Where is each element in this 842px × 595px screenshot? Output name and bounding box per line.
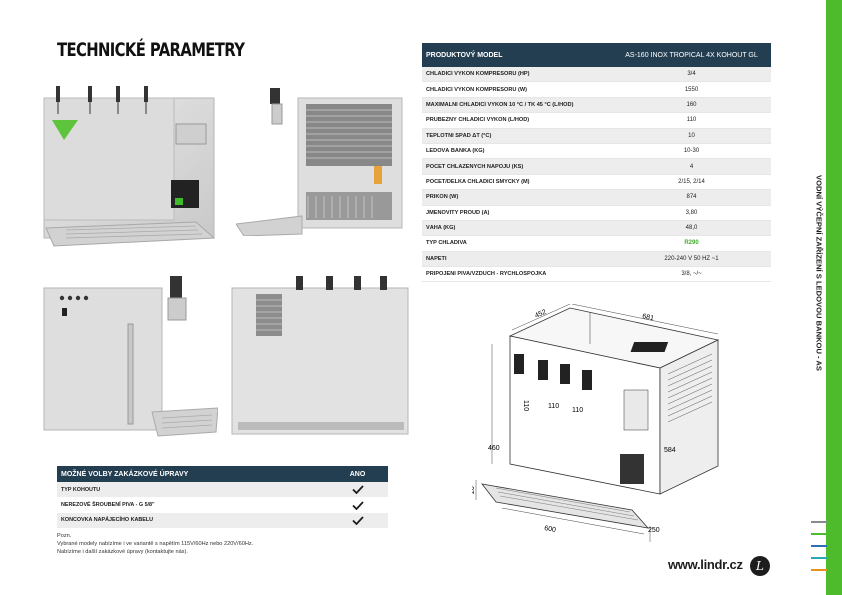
table-row: Počet chlazených nápojů (ks) 4	[422, 159, 771, 175]
dim-top-depth: 452	[534, 309, 548, 320]
table-row: Typ chladiva R290	[422, 236, 771, 252]
table-row: Připojení piva/vzduch - rychlospojka 3/8,…	[422, 267, 771, 283]
table-row: Teplotní spád Δt (°C) 10	[422, 128, 771, 144]
spec-value: 3/4	[687, 71, 696, 78]
product-photo-back	[226, 272, 412, 440]
options-header-label: MOŽNÉ VOLBY ZAKÁZKOVÉ ÚPRAVY	[61, 470, 189, 478]
spec-value: 4	[689, 163, 694, 170]
table-row: Počet/délka chladicí smyčky (m) 2/15, 2/1…	[422, 175, 771, 191]
note-line-1: Vybrané modely nabízíme i ve variantě s …	[57, 541, 254, 547]
spec-value: 3,80	[685, 209, 698, 216]
accent-line	[811, 521, 827, 523]
spec-label: Počet chlazených nápojů (ks)	[426, 163, 524, 170]
note-title: Pozn.	[57, 533, 72, 539]
unit-side-face	[659, 339, 719, 495]
product-photo-front-variant	[40, 272, 218, 440]
option-label: Typ kohoutu	[61, 486, 101, 493]
spec-label: Ledová banka (kg)	[426, 148, 485, 155]
options-table-header: MOŽNÉ VOLBY ZAKÁZKOVÉ ÚPRAVY ANO	[57, 466, 388, 482]
option-label: Koncovka napájecího kabelu	[61, 517, 154, 524]
spec-rows: Chladicí výkon kompresoru (HP) 3/4 Chladi…	[422, 67, 771, 283]
dim-top-width: 681	[642, 313, 655, 322]
options-table: MOŽNÉ VOLBY ZAKÁZKOVÉ ÚPRAVY ANO Typ koh…	[57, 466, 388, 529]
spec-label: Teplotní spád Δt (°C)	[426, 132, 492, 139]
spec-value: 48,0	[685, 225, 698, 232]
spec-value: 220-240 V 50 Hz ~1	[664, 255, 719, 262]
dim-tray-width: 600	[544, 525, 557, 534]
product-photo-front	[36, 80, 224, 250]
spec-value: 3/8, ~/~	[681, 271, 702, 278]
checkmark-icon	[351, 500, 364, 510]
dim-spacing-1: 110	[522, 400, 529, 411]
dim-spacing-3: 110	[572, 407, 583, 414]
spec-label: Počet/délka chladicí smyčky (m)	[426, 178, 530, 185]
spec-label: Napětí	[426, 255, 447, 262]
table-row: Napětí 220-240 V 50 Hz ~1	[422, 251, 771, 268]
product-photo-side	[236, 84, 408, 236]
checkmark-icon	[351, 485, 364, 495]
spec-value: 10	[688, 132, 695, 139]
table-row: Ledová banka (kg) 10-30	[422, 144, 771, 160]
spec-table-header: PRODUKTOVÝ MODEL AS-160 INOX TROPICAL 4x…	[422, 43, 771, 67]
table-row: Nerezové šroubení piva - G 5/8"	[57, 497, 388, 512]
spec-value: 160	[686, 101, 697, 108]
spec-value: 10-30	[683, 148, 700, 155]
side-caption: Vodní výčepní zařízení s ledovou bankou …	[808, 108, 830, 438]
dim-tray-depth: 250	[648, 527, 660, 534]
table-row: Koncovka napájecího kabelu	[57, 512, 388, 529]
dim-left-height: 460	[488, 445, 500, 452]
lindr-logo: L	[750, 556, 770, 576]
table-row: Maximální chladicí výkon 10 °C / TK 45 °…	[422, 97, 771, 114]
table-row: Typ kohoutu	[57, 482, 388, 498]
side-accent-bar	[826, 0, 842, 595]
table-row: Příkon (W) 874	[422, 190, 771, 206]
table-row: Chladicí výkon kompresoru (W) 1550	[422, 82, 771, 98]
spec-label: Chladicí výkon kompresoru (HP)	[426, 71, 530, 78]
side-caption-text: Vodní výčepní zařízení s ledovou bankou …	[814, 175, 824, 371]
spec-label: Maximální chladicí výkon 10 °C / TK 45 °…	[426, 101, 574, 108]
dim-right-side: 584	[664, 447, 676, 454]
note-line-2: Nabízíme i další zakázkové úpravy (konta…	[57, 549, 188, 555]
table-row: Chladicí výkon kompresoru (HP) 3/4	[422, 67, 771, 83]
accent-line	[811, 557, 827, 559]
spec-table: PRODUKTOVÝ MODEL AS-160 INOX TROPICAL 4x…	[422, 43, 771, 283]
table-row: Jmenovitý proud (A) 3,80	[422, 206, 771, 221]
options-header-value: ANO	[349, 470, 366, 478]
page-title: TECHNICKÉ PARAMETRY	[57, 39, 245, 61]
option-label: Nerezové šroubení piva - G 5/8"	[61, 502, 155, 509]
spec-label: Příkon (W)	[426, 194, 459, 201]
spec-header-model: AS-160 INOX TROPICAL 4x kohout GL	[625, 51, 758, 59]
spec-value: 110	[686, 117, 697, 124]
spec-value: 874	[686, 194, 697, 201]
accent-line	[811, 569, 827, 571]
table-row: Průběžný chladicí výkon (l/hod) 110	[422, 113, 771, 129]
spec-label: Jmenovitý proud (A)	[426, 209, 490, 216]
spec-label: Připojení piva/vzduch - rychlospojka	[426, 271, 547, 278]
spec-label: Typ chladiva	[426, 240, 467, 247]
spec-label: Průběžný chladicí výkon (l/hod)	[426, 117, 530, 124]
website-link[interactable]: www.lindr.cz	[668, 557, 743, 572]
spec-header-label: PRODUKTOVÝ MODEL	[426, 51, 503, 59]
accent-line	[811, 545, 827, 547]
dimension-drawing: 452 681 460 110 110 110 584 20 600 250	[472, 304, 720, 550]
drip-tray	[481, 483, 650, 529]
dim-tray-height: 20	[472, 486, 476, 494]
checkmark-icon	[351, 516, 364, 525]
note: Pozn. Vybrané modely nabízíme i ve varia…	[57, 532, 253, 556]
spec-value: 2/15, 2/14	[678, 178, 705, 185]
accent-line	[811, 533, 827, 535]
spec-value-refrigerant: R290	[684, 240, 699, 247]
table-row: Váha (kg) 48,0	[422, 220, 771, 237]
spec-label: Váha (kg)	[426, 225, 456, 232]
spec-value: 1550	[684, 86, 699, 93]
dim-spacing-2: 110	[548, 403, 559, 410]
spec-label: Chladicí výkon kompresoru (W)	[426, 86, 527, 93]
